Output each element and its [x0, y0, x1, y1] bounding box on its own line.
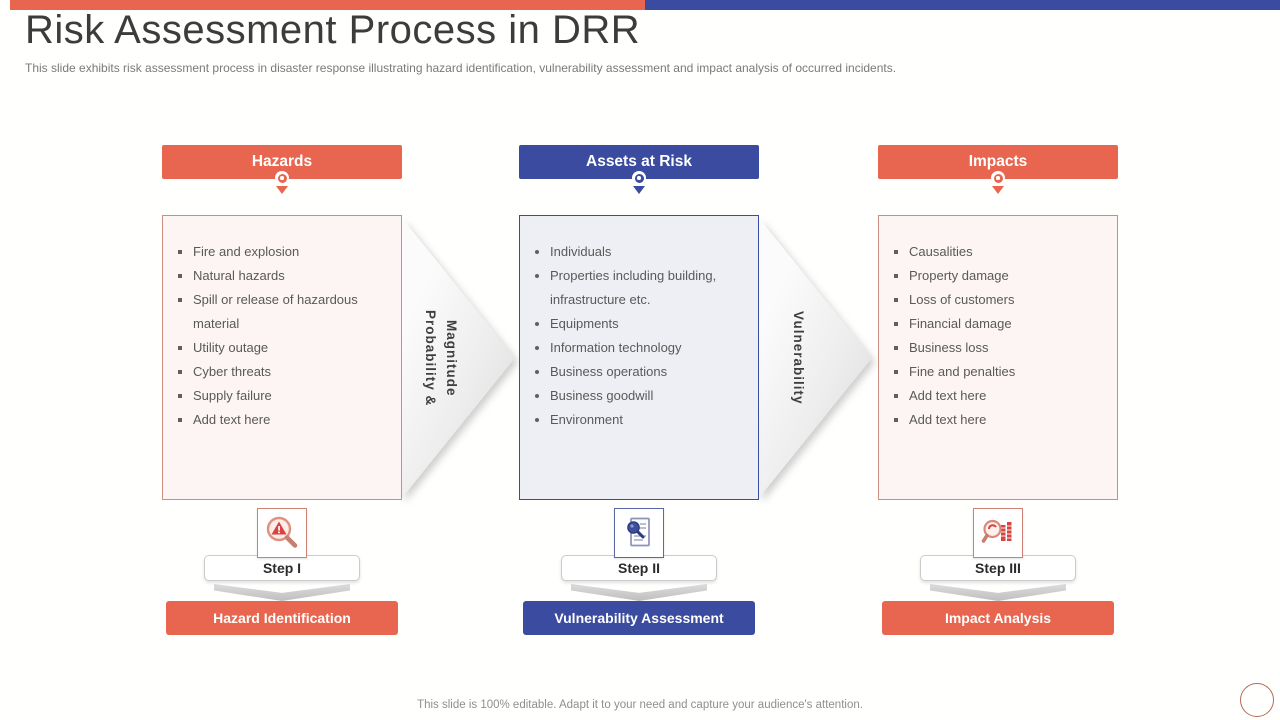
list-item: Loss of customers: [879, 288, 1109, 312]
down-chevron-icon: [930, 584, 1066, 601]
probability-magnitude-label: Probability & Magnitude: [423, 309, 459, 407]
corner-circle-decoration: [1240, 683, 1274, 717]
document-magnifier-icon: [614, 508, 664, 558]
top-accent-bar-right: [645, 0, 1280, 10]
hazard-identification-banner: Hazard Identification: [166, 601, 398, 635]
list-item: Add text here: [163, 408, 393, 432]
magnifier-chart-icon: [973, 508, 1023, 558]
list-item: Equipments: [520, 312, 750, 336]
list-item: Natural hazards: [163, 264, 393, 288]
assets-list-box: Individuals Properties including buildin…: [519, 215, 759, 500]
impacts-list: Causalities Property damage Loss of cust…: [879, 216, 1117, 432]
down-chevron-icon: [214, 584, 350, 601]
list-item: Information technology: [520, 336, 750, 360]
list-item: Business loss: [879, 336, 1109, 360]
list-item: Business goodwill: [520, 384, 750, 408]
vulnerability-assessment-banner: Vulnerability Assessment: [523, 601, 755, 635]
right-chevron-arrow: [402, 218, 515, 498]
list-item: Supply failure: [163, 384, 393, 408]
hazards-list-box: Fire and explosion Natural hazards Spill…: [162, 215, 402, 500]
list-item: Fire and explosion: [163, 240, 393, 264]
list-item: Causalities: [879, 240, 1109, 264]
down-chevron-icon: [571, 584, 707, 601]
step-2-pill: Step II: [561, 555, 717, 581]
map-pin-icon: [632, 171, 646, 185]
impacts-list-box: Causalities Property damage Loss of cust…: [878, 215, 1118, 500]
list-item: Cyber threats: [163, 360, 393, 384]
map-pin-pointer-icon: [276, 186, 288, 194]
vulnerability-label: Vulnerability: [791, 311, 806, 405]
impacts-header: Impacts: [878, 145, 1118, 179]
page-subtitle: This slide exhibits risk assessment proc…: [25, 61, 897, 75]
list-item: Business operations: [520, 360, 750, 384]
right-chevron-arrow: [759, 218, 872, 498]
top-accent-bar-left: [10, 0, 645, 10]
list-item: Add text here: [879, 384, 1109, 408]
map-pin-icon: [991, 171, 1005, 185]
list-item: Environment: [520, 408, 750, 432]
list-item: Individuals: [520, 240, 750, 264]
impact-analysis-banner: Impact Analysis: [882, 601, 1114, 635]
map-pin-icon: [275, 171, 289, 185]
list-item: Properties including building, infrastru…: [520, 264, 750, 312]
hazards-list: Fire and explosion Natural hazards Spill…: [163, 216, 401, 432]
editable-note: This slide is 100% editable. Adapt it to…: [417, 699, 863, 711]
step-3-pill: Step III: [920, 555, 1076, 581]
list-item: Add text here: [879, 408, 1109, 432]
page-title: Risk Assessment Process in DRR: [25, 8, 641, 52]
list-item: Financial damage: [879, 312, 1109, 336]
magnifier-warning-icon: [257, 508, 307, 558]
map-pin-pointer-icon: [633, 186, 645, 194]
list-item: Fine and penalties: [879, 360, 1109, 384]
step-1-pill: Step I: [204, 555, 360, 581]
list-item: Utility outage: [163, 336, 393, 360]
list-item: Property damage: [879, 264, 1109, 288]
map-pin-pointer-icon: [992, 186, 1004, 194]
list-item: Spill or release of hazardous material: [163, 288, 393, 336]
assets-list: Individuals Properties including buildin…: [520, 216, 758, 432]
